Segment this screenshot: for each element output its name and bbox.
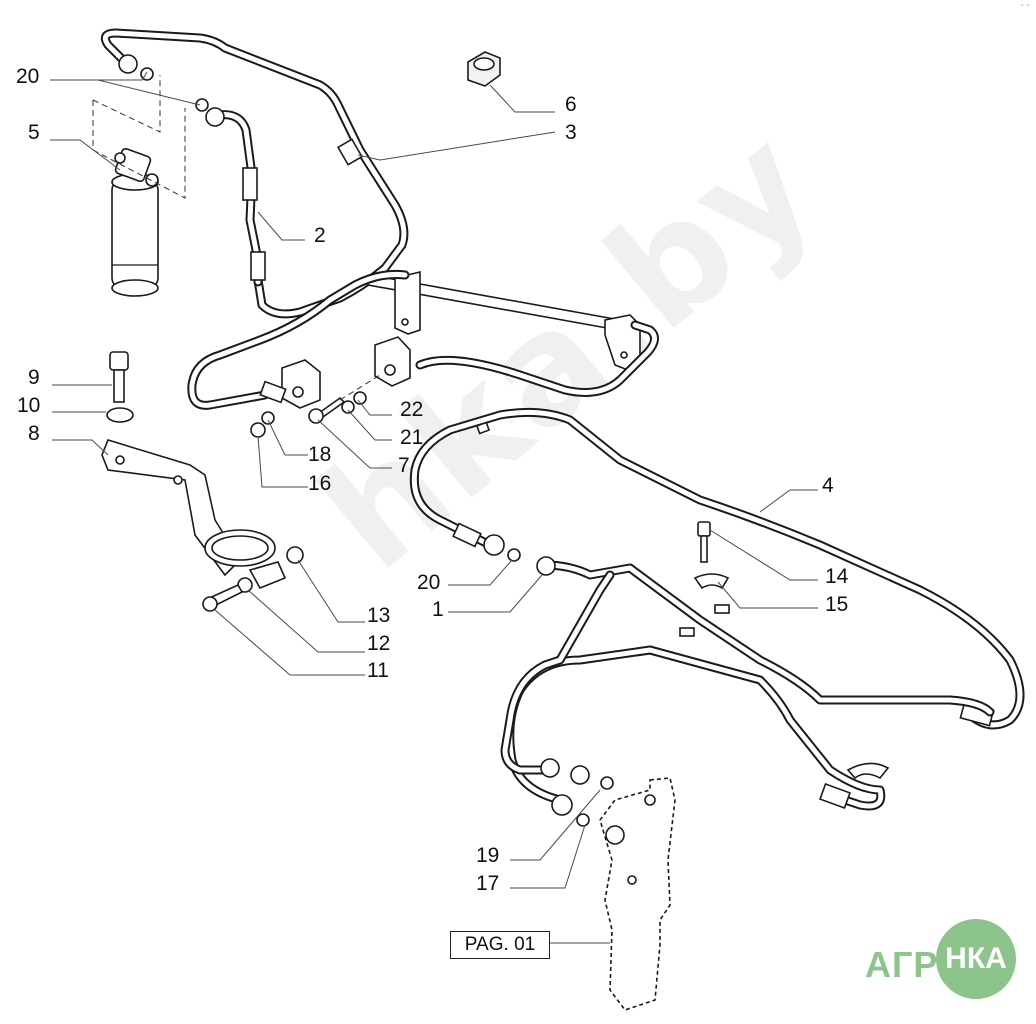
logo-badge: НКА <box>936 919 1016 999</box>
callout-1: 1 <box>432 598 444 621</box>
callout-11: 11 <box>367 659 389 682</box>
callout-16: 16 <box>308 472 332 495</box>
callout-4: 4 <box>822 474 834 497</box>
callout-6: 6 <box>565 93 577 116</box>
page-reference-link[interactable]: PAG. 01 <box>450 931 550 959</box>
corner-mark: ‐ ‐ <box>1020 0 1030 11</box>
receiver-drier-5 <box>92 75 186 297</box>
callout-20-top: 20 <box>16 65 40 88</box>
callout-10: 10 <box>17 394 41 417</box>
callout-15: 15 <box>825 593 849 616</box>
callout-20-mid: 20 <box>417 571 441 594</box>
pipe-4 <box>187 270 1025 730</box>
bracket-8 <box>101 351 304 612</box>
callout-12: 12 <box>367 632 391 655</box>
frame-plate <box>599 777 676 1011</box>
pipe-2 <box>195 98 266 287</box>
callout-14: 14 <box>825 565 849 588</box>
callout-19: 19 <box>476 844 500 867</box>
callout-8: 8 <box>28 422 40 445</box>
callout-17: 17 <box>476 872 500 895</box>
callout-3: 3 <box>565 121 577 144</box>
callout-7: 7 <box>398 454 410 477</box>
callout-18: 18 <box>308 443 332 466</box>
pressure-switch-6 <box>467 51 501 87</box>
callout-22: 22 <box>400 398 424 421</box>
callout-13: 13 <box>367 604 391 627</box>
callout-21: 21 <box>400 426 424 449</box>
pipe-1 <box>500 556 995 827</box>
leader-lines <box>50 71 818 944</box>
callout-2: 2 <box>314 224 326 247</box>
callout-5: 5 <box>28 121 40 144</box>
brackets-7 <box>250 336 411 438</box>
clamp-15 <box>693 521 730 590</box>
callout-9: 9 <box>28 366 40 389</box>
